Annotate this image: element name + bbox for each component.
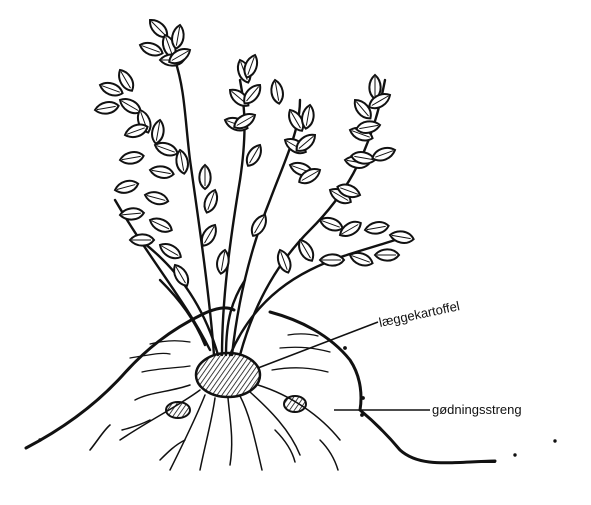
diagram-labels: læggekartoffel gødningsstreng bbox=[378, 298, 522, 417]
soil-mound bbox=[26, 308, 556, 463]
seed-potato bbox=[196, 353, 260, 397]
seed-potato-label: læggekartoffel bbox=[378, 298, 462, 330]
seed-potato-leader-line bbox=[258, 322, 378, 368]
fertilizer-strip-label: gødningsstreng bbox=[432, 402, 522, 417]
plant-stems bbox=[115, 60, 395, 355]
leader-lines bbox=[258, 322, 430, 410]
